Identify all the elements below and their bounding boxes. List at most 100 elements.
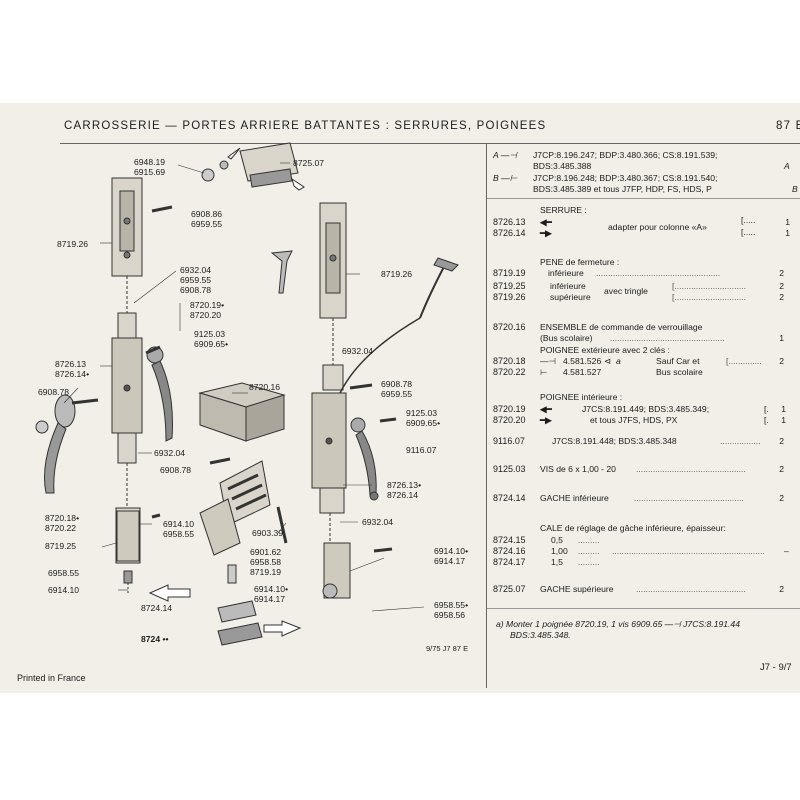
code-8720-20: 8720.20 xyxy=(493,415,526,425)
callout-label: 6909.65• xyxy=(194,339,229,349)
callout-label: 8719.26 xyxy=(57,239,89,249)
variant-a-tag: A xyxy=(784,161,790,171)
pene-desc3: supérieure xyxy=(550,292,591,302)
dot-leader: ................. xyxy=(720,436,761,446)
cale-value: 1,00 xyxy=(551,546,568,556)
code-8724-17: 8724.17 xyxy=(493,557,526,567)
dot-leader: ........................................… xyxy=(636,464,746,474)
small-screws xyxy=(145,205,397,553)
callout-label: 6959.55 xyxy=(180,275,212,285)
ensemble-line2: (Bus scolaire) xyxy=(540,333,593,343)
code-9125-03: 9125.03 xyxy=(493,464,526,474)
callout-label: 6932.04 xyxy=(342,346,374,356)
serrure-note: adapter pour colonne «A» xyxy=(608,222,707,232)
callout-label: 6958.56 xyxy=(434,610,466,620)
callout-label: 9125.03 xyxy=(406,408,438,418)
qty: 1 xyxy=(781,415,786,425)
pene-desc2: inférieure xyxy=(550,281,586,291)
leader-lines xyxy=(63,162,425,612)
callout-label: 8726.14 xyxy=(387,490,419,500)
callout-label: 6914.10• xyxy=(254,584,289,594)
qty: 1 xyxy=(779,333,784,343)
left-arrow-icon: ◀━ xyxy=(540,404,552,414)
pene-with: avec tringle xyxy=(604,286,648,296)
callout-label: 6908.78 xyxy=(38,387,70,397)
print-stamp: 9/75 J7 87 E xyxy=(426,644,469,653)
footnote-line2: BDS:3.485.348. xyxy=(510,630,571,640)
callout-label: 8724 •• xyxy=(141,634,169,644)
cale-value: 0,5 xyxy=(551,535,563,545)
bracket-icon: [. xyxy=(764,415,769,425)
callout-label: 6901.62 xyxy=(250,547,282,557)
callout-label: 6914.10• xyxy=(434,546,469,556)
pene-title: PENE de fermeture : xyxy=(540,257,620,267)
variant-b-line1: J7CP:8.196.248; BDP:3.480.367; CS:8.191.… xyxy=(533,173,718,183)
poignee-ext-for1: Sauf Car et xyxy=(656,356,700,366)
code-8724-15: 8724.15 xyxy=(493,535,526,545)
code-8719-26: 8719.26 xyxy=(493,292,526,302)
qty: 2 xyxy=(779,584,784,594)
dot-leader: ........................................… xyxy=(636,584,746,594)
pene-desc1: inférieure xyxy=(548,268,584,278)
qty: 2 xyxy=(779,268,784,278)
dot-leader: ........................................… xyxy=(634,493,744,503)
catalogue-page: CARROSSERIE — PORTES ARRIERE BATTANTES :… xyxy=(0,103,800,693)
dot-leader: ......... xyxy=(578,535,600,545)
bracket-icon: [..... xyxy=(741,227,756,237)
vis-desc: VIS de 6 x 1,00 - 20 xyxy=(540,464,616,474)
callout-label: 8719.25 xyxy=(45,541,77,551)
dot-leader: ........................................… xyxy=(596,268,721,278)
callout-label: 6958.58 xyxy=(250,557,282,567)
variant-a-prefix: A —⊣ xyxy=(493,150,517,160)
qty: 1 xyxy=(785,217,790,227)
callout-label: 8719.26 xyxy=(381,269,413,279)
poignee-int-line1: J7CS:8.191.449; BDS:3.485.349; xyxy=(582,404,710,414)
callout-label: 6909.65• xyxy=(406,418,441,428)
callout-label: 9125.03 xyxy=(194,329,226,339)
callout-label: 6932.04 xyxy=(180,265,212,275)
direction-arrows xyxy=(148,147,305,637)
exploded-parts-diagram xyxy=(35,142,459,646)
callout-label: 6958.55 xyxy=(48,568,80,578)
code-9116-07: 9116.07 xyxy=(493,436,525,446)
dot-leader: ......... xyxy=(578,557,600,567)
callout-label: 6908.78 xyxy=(180,285,212,295)
dot-leader: [.............. xyxy=(726,356,762,366)
callout-label: 8720.19• xyxy=(190,300,225,310)
interior-handle-left xyxy=(146,346,173,442)
code-8724-16: 8724.16 xyxy=(493,546,526,556)
striped-cover xyxy=(199,460,271,556)
page-title: CARROSSERIE — PORTES ARRIERE BATTANTES :… xyxy=(64,120,547,132)
qty: 1 xyxy=(781,404,786,414)
code-8720-22: 8720.22 xyxy=(493,367,526,377)
variant-a-line2: BDS:3.485.388 xyxy=(533,161,592,171)
variant-b-line2: BDS:3.485.389 et tous J7FP, HDP, FS, HDS… xyxy=(533,184,712,194)
dot-leader: ........................................… xyxy=(612,546,765,556)
poignee-int-title: POIGNEE intérieure : xyxy=(540,392,623,402)
ensemble-line1: ENSEMBLE de commande de verrouillage xyxy=(540,322,703,332)
callout-label: 8720.20 xyxy=(190,310,222,320)
lower-latch-left xyxy=(116,510,140,595)
upper-strike xyxy=(201,142,299,188)
separator xyxy=(487,198,800,199)
locking-control-assembly xyxy=(198,382,286,442)
footnote-line1: a) Monter 1 poignée 8720.19, 1 vis 6909.… xyxy=(496,619,740,629)
triangle-marker-icon: ⊲ xyxy=(604,356,612,366)
bracket-icon: [..... xyxy=(741,215,756,225)
gache-sup-desc: GACHE supérieure xyxy=(540,584,614,594)
qty: 2 xyxy=(779,292,784,302)
callout-label: 8719.19 xyxy=(250,567,282,577)
poignee-ext-for2: Bus scolaire xyxy=(656,367,703,377)
column-divider xyxy=(486,143,487,688)
serrure-title: SERRURE : xyxy=(540,205,587,215)
page-number: 87 E xyxy=(776,120,800,132)
callout-label: 8720.18• xyxy=(45,513,80,523)
callout-label: 6958.55• xyxy=(434,600,469,610)
cale-value: 1,5 xyxy=(551,557,563,567)
right-arrow-icon: ━▶ xyxy=(540,415,552,425)
callout-label: 6908.78 xyxy=(160,465,192,475)
callout-label: 6932.04 xyxy=(362,517,394,527)
qty: 2 xyxy=(779,464,784,474)
header-rule xyxy=(60,143,800,144)
lower-strike xyxy=(217,564,263,646)
